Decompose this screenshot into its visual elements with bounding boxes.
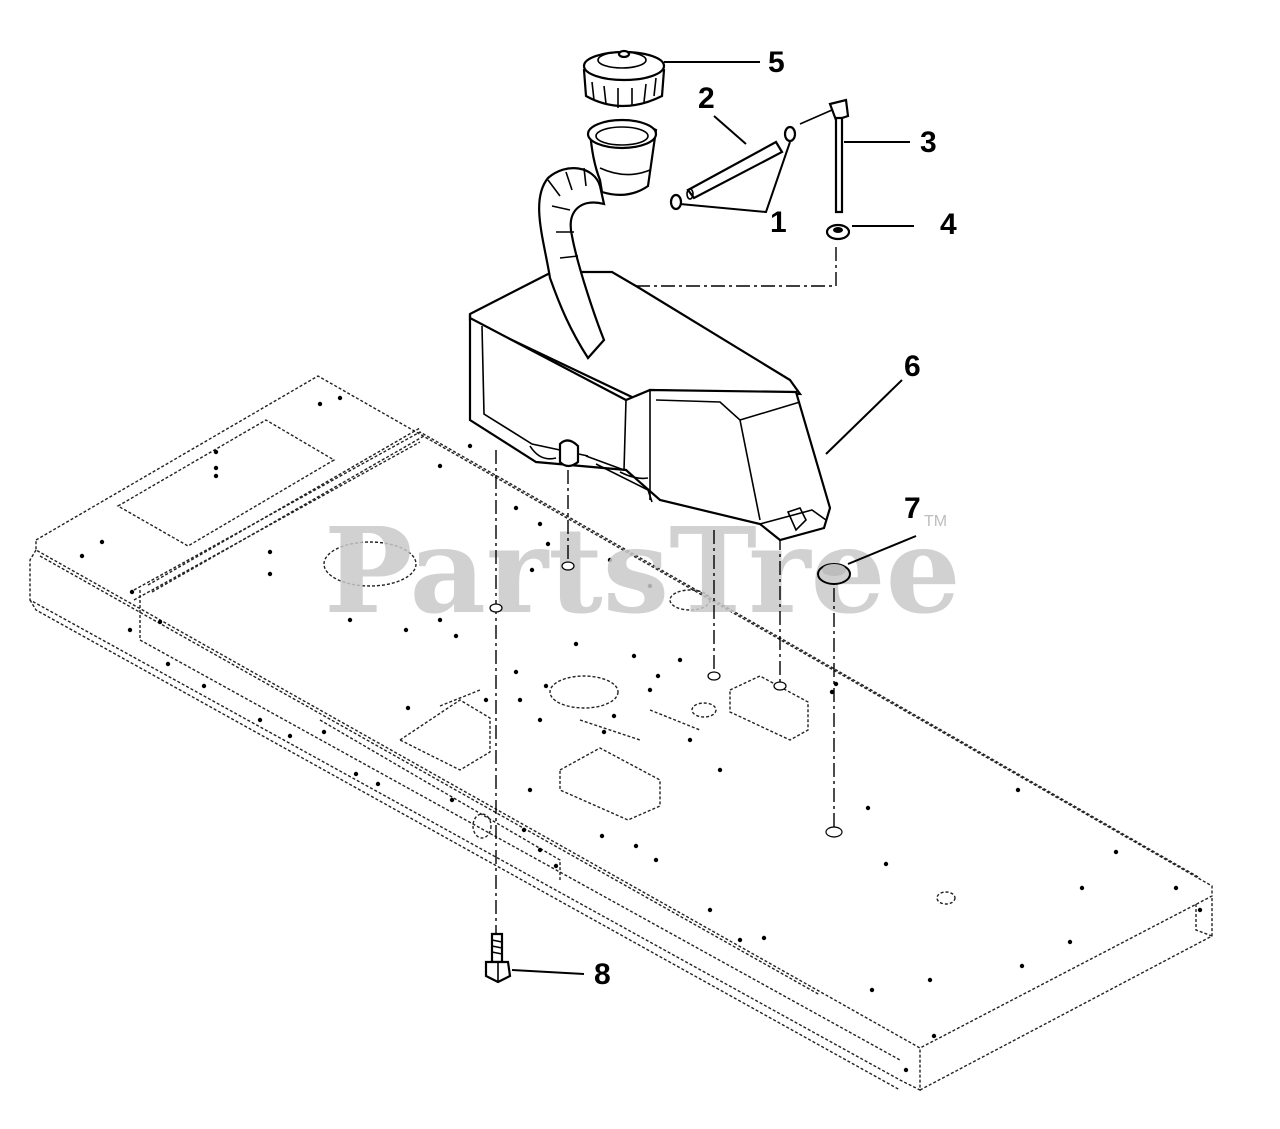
watermark-trademark: TM (924, 513, 947, 530)
callout-5: 5 (768, 46, 785, 79)
callout-7: 7 (904, 492, 921, 525)
callouts: 5 2 3 1 4 6 7 8 (594, 46, 957, 991)
watermark: PartsTree TM (324, 501, 961, 640)
frame-holes (79, 395, 1203, 1073)
grommet (825, 223, 851, 241)
callout-4: 4 (940, 208, 957, 241)
assembly-centerlines (495, 244, 837, 936)
hose-clamps (669, 125, 797, 211)
callout-8: 8 (594, 958, 611, 991)
plug (817, 563, 851, 585)
callout-1: 1 (770, 206, 787, 239)
mower-frame (29, 375, 1213, 1092)
fuel-tank (468, 270, 832, 542)
bolt (484, 932, 512, 984)
fuel-cap (582, 49, 666, 108)
callout-6: 6 (904, 350, 921, 383)
vent-hose (686, 140, 784, 200)
filler-neck (538, 118, 658, 360)
callout-2: 2 (698, 82, 715, 115)
leader-lines (511, 61, 917, 975)
fuel-line-fitting (799, 98, 850, 214)
callout-3: 3 (920, 126, 937, 159)
watermark-text: PartsTree (324, 501, 961, 640)
